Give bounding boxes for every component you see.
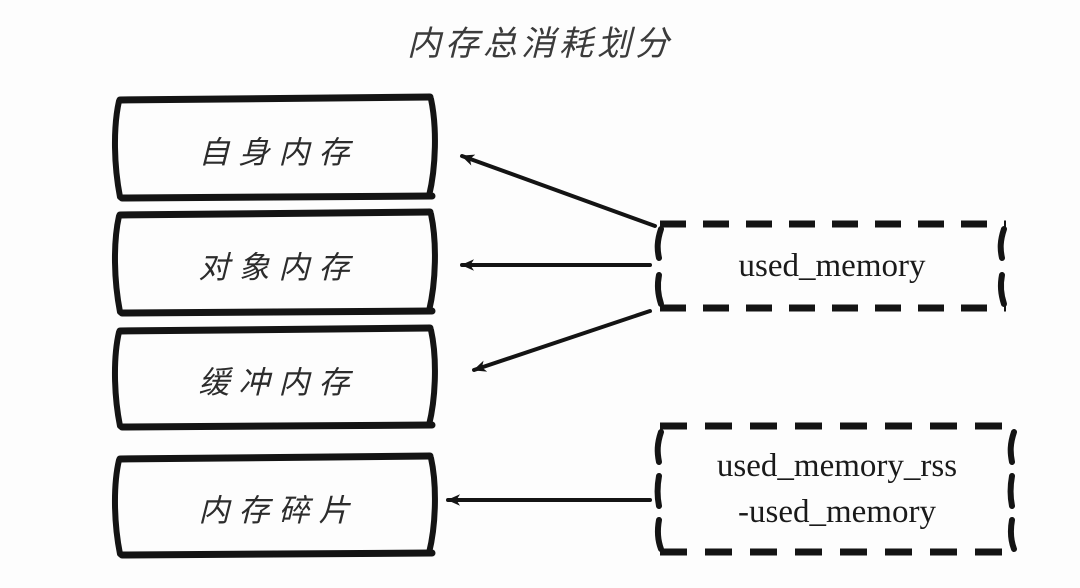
arrow-to-buffer-memory bbox=[472, 309, 652, 372]
box-self-memory-label: 自身内存 bbox=[198, 134, 359, 171]
arrow-to-self-memory bbox=[460, 154, 657, 228]
box-rss-diff-line1: used_memory_rss bbox=[716, 448, 958, 484]
box-used-memory-label: used_memory bbox=[738, 248, 926, 284]
box-object-memory-label: 对象内存 bbox=[198, 249, 359, 286]
box-rss-diff-label: used_memory_rss -used_memory bbox=[717, 443, 957, 535]
box-memory-fragment-label: 内存碎片 bbox=[198, 492, 359, 529]
box-buffer-memory: 缓冲内存 bbox=[115, 330, 433, 428]
box-self-memory: 自身内存 bbox=[115, 99, 433, 199]
box-memory-fragment: 内存碎片 bbox=[115, 458, 433, 556]
box-rss-diff-line2: -used_memory bbox=[738, 494, 936, 530]
page-title: 内存总消耗划分 bbox=[407, 24, 673, 64]
box-rss-diff: used_memory_rss -used_memory bbox=[658, 425, 1016, 553]
box-buffer-memory-label: 缓冲内存 bbox=[198, 364, 359, 401]
box-used-memory: used_memory bbox=[658, 224, 1006, 308]
box-object-memory: 对象内存 bbox=[115, 214, 433, 314]
